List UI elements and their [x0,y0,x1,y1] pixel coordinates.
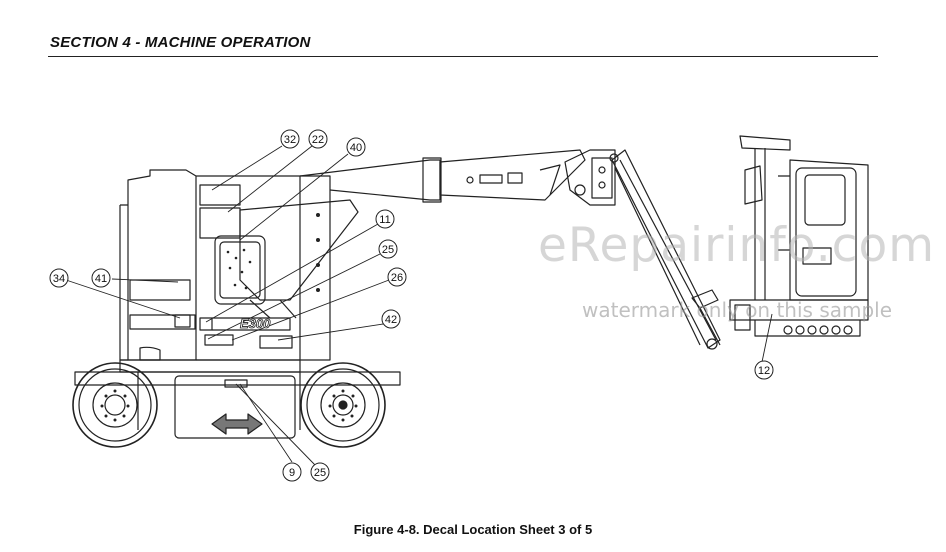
callout-40: 40 [350,142,362,154]
rear-wheel [72,362,158,448]
chassis [74,371,401,439]
callout-11: 11 [379,214,390,226]
watermark-brand: eRepairinfo.com [538,218,936,273]
jib-knuckle [564,149,616,206]
callout-26: 26 [391,272,403,284]
callout-markers [49,129,774,482]
platform-basket [729,135,869,337]
callout-12: 12 [758,365,770,377]
main-boom [299,149,586,203]
leader-lines [65,145,773,467]
callout-25-upper: 25 [382,244,394,256]
callout-32: 32 [284,134,296,146]
callout-25-lower: 25 [314,467,326,479]
callout-9: 9 [289,467,295,479]
callout-41: 41 [95,273,107,285]
front-wheel [300,362,386,448]
direction-arrow-decal [211,413,263,435]
callout-42: 42 [385,314,397,326]
figure-caption: Figure 4-8. Decal Location Sheet 3 of 5 [353,522,593,537]
jib-arm [609,149,721,350]
machine-model-label: E300 [240,316,271,331]
watermark-notice: watermark only on this sample [582,298,893,322]
section-title: SECTION 4 - MACHINE OPERATION [50,34,311,51]
section-header: SECTION 4 - MACHINE OPERATION [48,32,878,57]
callout-22: 22 [312,134,324,146]
turntable-body [119,169,359,373]
callout-34: 34 [53,273,65,285]
